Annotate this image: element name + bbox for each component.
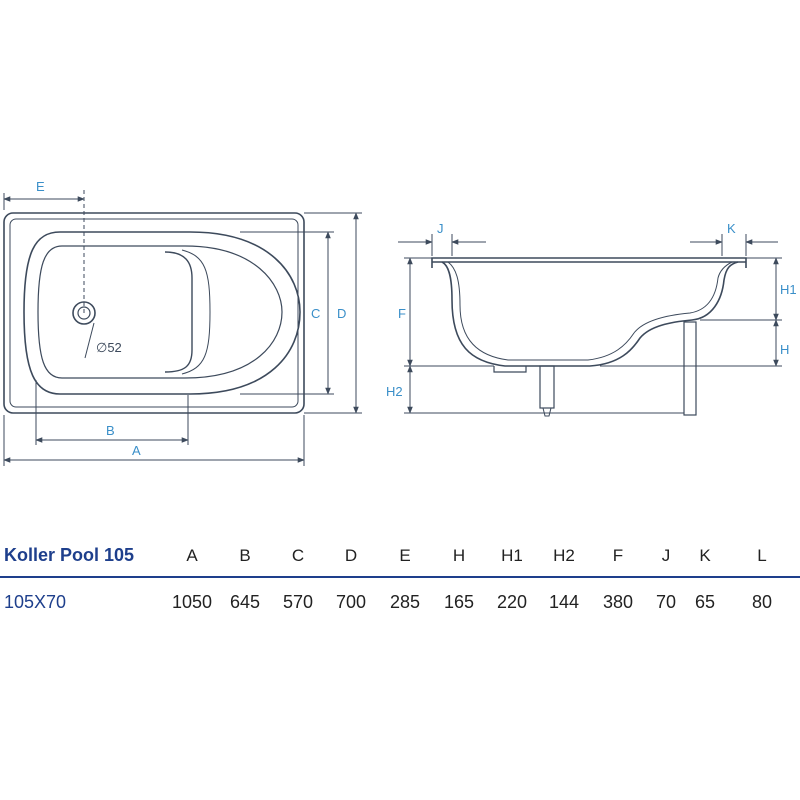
dimension-d: [304, 212, 362, 414]
dimension-b: [35, 380, 189, 445]
dimension-e-label: E: [36, 179, 45, 194]
tub-inner-rim: [9, 218, 299, 408]
dimension-h1-label: H1: [780, 282, 797, 297]
table-cell: 65: [694, 592, 716, 612]
tub-seat-edge: [181, 249, 211, 375]
column-header: C: [272, 545, 324, 578]
dimension-j-label: J: [437, 221, 444, 236]
table-cell: 700: [335, 592, 367, 612]
spec-table-section: Koller Pool 105 A B C D E H H1 H2 F J K …: [0, 545, 800, 613]
column-header: D: [324, 545, 378, 578]
support-leg: [683, 321, 697, 416]
column-header: A: [166, 545, 218, 578]
dimension-a: [3, 415, 305, 466]
dimension-e: [3, 193, 85, 210]
column-header: B: [218, 545, 272, 578]
table-cell: 165: [443, 592, 475, 612]
table-cell: 1050: [171, 592, 213, 612]
column-header: F: [590, 545, 646, 578]
tub-basin-inner: [37, 245, 283, 379]
tub-body-profile: [441, 261, 739, 367]
tub-outer-rim: [3, 212, 305, 414]
drain-tip: [542, 407, 552, 417]
dimension-a-label: A: [132, 443, 141, 458]
column-header: J: [646, 545, 686, 578]
dimension-k-label: K: [727, 221, 736, 236]
table-cell: 144: [548, 592, 580, 612]
drain-pipe: [539, 365, 555, 409]
column-header: L: [724, 545, 800, 578]
row-name: 105X70: [4, 592, 67, 612]
dimension-h-label: H: [780, 342, 789, 357]
table-cell: 380: [602, 592, 634, 612]
dimension-k: [690, 234, 778, 256]
table-cell: 220: [496, 592, 528, 612]
table-cell: 570: [282, 592, 314, 612]
dimension-h2: [404, 365, 684, 414]
tub-rim-profile: [431, 257, 747, 268]
bathtub-technical-drawing: ∅52 E B A C D: [3, 179, 797, 466]
table-cell: 70: [655, 592, 677, 612]
tub-feet: [493, 366, 527, 373]
dimension-c: [240, 231, 334, 395]
top-view: [3, 212, 305, 414]
dimension-c-label: C: [311, 306, 320, 321]
column-header: H: [432, 545, 486, 578]
model-name: Koller Pool 105: [0, 545, 166, 578]
side-view: [431, 257, 747, 417]
spec-table-header: Koller Pool 105 A B C D E H H1 H2 F J K …: [0, 545, 800, 578]
drain-diameter-label: ∅52: [96, 340, 122, 355]
column-header: E: [378, 545, 432, 578]
dimension-f: [404, 257, 494, 367]
spec-table: Koller Pool 105 A B C D E H H1 H2 F J K …: [0, 545, 800, 613]
dimension-b-label: B: [106, 423, 115, 438]
table-cell: 645: [229, 592, 261, 612]
tub-seat-step: [164, 251, 193, 373]
tub-basin-outer: [23, 231, 301, 395]
dimension-f-label: F: [398, 306, 406, 321]
column-header: H1: [486, 545, 538, 578]
table-row: 105X70 1050 645 570 700 285 165 220 144 …: [0, 577, 800, 613]
column-header: K: [686, 545, 724, 578]
dimension-h1: [700, 257, 782, 321]
tub-inner-profile: [447, 261, 733, 361]
dimension-h: [600, 319, 782, 367]
table-cell: 80: [751, 592, 773, 612]
dimension-h2-label: H2: [386, 384, 403, 399]
dimension-d-label: D: [337, 306, 346, 321]
table-cell: 285: [389, 592, 421, 612]
dimension-j: [398, 234, 486, 256]
drain-hole: [72, 190, 96, 359]
column-header: H2: [538, 545, 590, 578]
